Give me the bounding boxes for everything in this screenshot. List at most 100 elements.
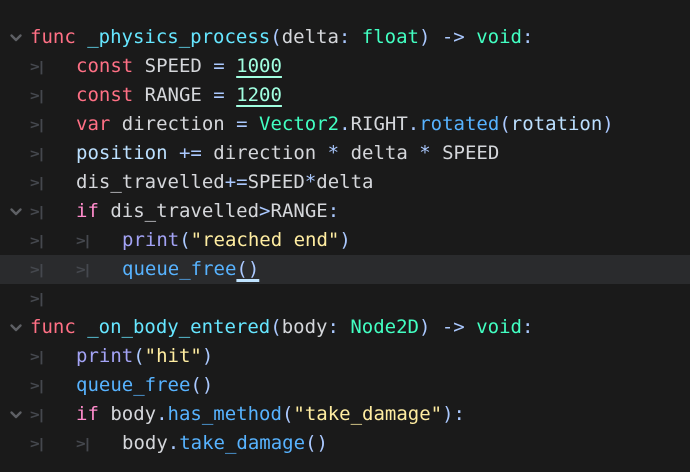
code-token: delta: [281, 26, 339, 48]
tab-indent-marker: >|: [30, 232, 46, 249]
fold-chevron-down-icon[interactable]: [6, 313, 26, 342]
code-line[interactable]: >|if dis_travelled>RANGE:: [0, 197, 690, 226]
code-area: func _physics_process(delta: float) -> v…: [0, 23, 690, 458]
tab-indent-marker: >|: [30, 87, 46, 104]
tab-indent-marker: >|: [76, 435, 92, 452]
code-token: 1200: [236, 84, 282, 106]
code-line[interactable]: >|var direction = Vector2.RIGHT.rotated(…: [0, 110, 690, 139]
code-token: RANGE: [144, 84, 214, 106]
code-token: float: [361, 26, 419, 48]
code-token: has_method: [167, 403, 282, 425]
code-token: if: [76, 200, 111, 222]
code-token: body: [281, 316, 328, 338]
code-token: (: [281, 403, 294, 425]
fold-chevron-down-icon[interactable]: [6, 400, 26, 429]
code-token: direction: [213, 142, 328, 164]
code-token: rotation: [510, 113, 603, 135]
code-token: ):: [442, 403, 465, 425]
code-line[interactable]: func _physics_process(delta: float) -> v…: [0, 23, 690, 52]
code-token: direction: [121, 113, 237, 135]
code-line[interactable]: func _on_body_entered(body: Node2D) -> v…: [0, 313, 690, 342]
code-token: func: [30, 316, 88, 338]
fold-chevron-down-icon[interactable]: [6, 197, 26, 226]
code-token: :: [521, 26, 534, 48]
code-token: (): [236, 258, 260, 280]
code-line[interactable]: >| if body.has_method("take_damage"):: [0, 400, 690, 429]
code-token: *: [419, 142, 443, 164]
code-token: body: [110, 403, 157, 425]
code-token: SPEED: [442, 142, 500, 164]
code-token: queue_free: [76, 374, 191, 396]
code-token: _on_body_entered: [87, 316, 271, 338]
code-token: RIGHT: [350, 113, 408, 135]
code-token: ) ->: [418, 316, 477, 338]
code-token: =: [213, 55, 237, 77]
code-token: =: [213, 84, 237, 106]
code-token: if: [76, 403, 111, 425]
code-token: (: [270, 26, 282, 48]
tab-indent-marker: >|: [30, 203, 46, 220]
code-token: :: [521, 316, 534, 338]
code-token: dis_travelled: [110, 200, 260, 222]
code-token: "take_damage": [293, 403, 443, 425]
code-token: print: [76, 345, 134, 367]
code-token: ): [201, 345, 214, 367]
code-line[interactable]: >| >| queue_free(): [0, 255, 690, 284]
code-token: (: [270, 316, 282, 338]
code-token: RANGE: [270, 200, 328, 222]
code-token: .: [407, 113, 420, 135]
code-line[interactable]: >| const RANGE = 1200: [0, 81, 690, 110]
code-token: +=: [224, 171, 248, 193]
code-token: const: [76, 84, 145, 106]
code-line[interactable]: >|const SPEED = 1000: [0, 52, 690, 81]
tab-indent-marker: >|: [30, 406, 46, 423]
code-line[interactable]: >| queue_free(): [0, 371, 690, 400]
code-line[interactable]: >|position += direction * delta * SPEED: [0, 139, 690, 168]
code-token: _physics_process: [87, 26, 271, 48]
code-token: void: [476, 316, 522, 338]
code-token: rotated: [419, 113, 500, 135]
code-token: (): [305, 432, 328, 454]
tab-indent-marker: >|: [30, 377, 46, 394]
code-token: void: [476, 26, 522, 48]
code-token: "reached end": [190, 229, 340, 251]
code-line[interactable]: >|dis_travelled+=SPEED*delta: [0, 168, 690, 197]
code-token: .: [156, 403, 168, 425]
code-token: ) ->: [418, 26, 477, 48]
code-token: :: [327, 316, 351, 338]
fold-chevron-down-icon[interactable]: [6, 23, 26, 52]
tab-indent-marker: >|: [30, 261, 46, 278]
tab-indent-marker: >|: [30, 348, 46, 365]
code-token: SPEED: [144, 55, 214, 77]
code-token: func: [30, 26, 88, 48]
code-token: ): [602, 113, 614, 135]
tab-indent-marker: >|: [30, 58, 46, 75]
code-token: 1000: [236, 55, 282, 77]
code-token: *: [304, 171, 317, 193]
code-token: dis_travelled: [76, 171, 225, 193]
tab-indent-marker: >|: [30, 290, 46, 307]
code-token: (): [190, 374, 214, 396]
code-token: (: [133, 345, 145, 367]
code-token: .: [167, 432, 180, 454]
code-token: >: [259, 200, 271, 222]
code-token: :: [338, 26, 362, 48]
code-line[interactable]: >|: [0, 284, 690, 313]
code-token: "hit": [144, 345, 202, 367]
code-token: *: [327, 142, 351, 164]
tab-indent-marker: >|: [76, 261, 92, 278]
tab-indent-marker: >|: [30, 435, 46, 452]
code-token: var: [76, 113, 122, 135]
code-token: queue_free: [122, 258, 237, 280]
code-token: Vector2: [259, 113, 340, 135]
code-token: delta: [350, 142, 420, 164]
code-token: delta: [316, 171, 374, 193]
tab-indent-marker: >|: [76, 232, 92, 249]
code-token: +=: [178, 142, 214, 164]
code-line[interactable]: >|>|body.take_damage(): [0, 429, 690, 458]
code-line[interactable]: >|>|print("reached end"): [0, 226, 690, 255]
code-line[interactable]: >| print("hit"): [0, 342, 690, 371]
tab-indent-marker: >|: [30, 174, 46, 191]
code-token: position: [76, 142, 179, 164]
